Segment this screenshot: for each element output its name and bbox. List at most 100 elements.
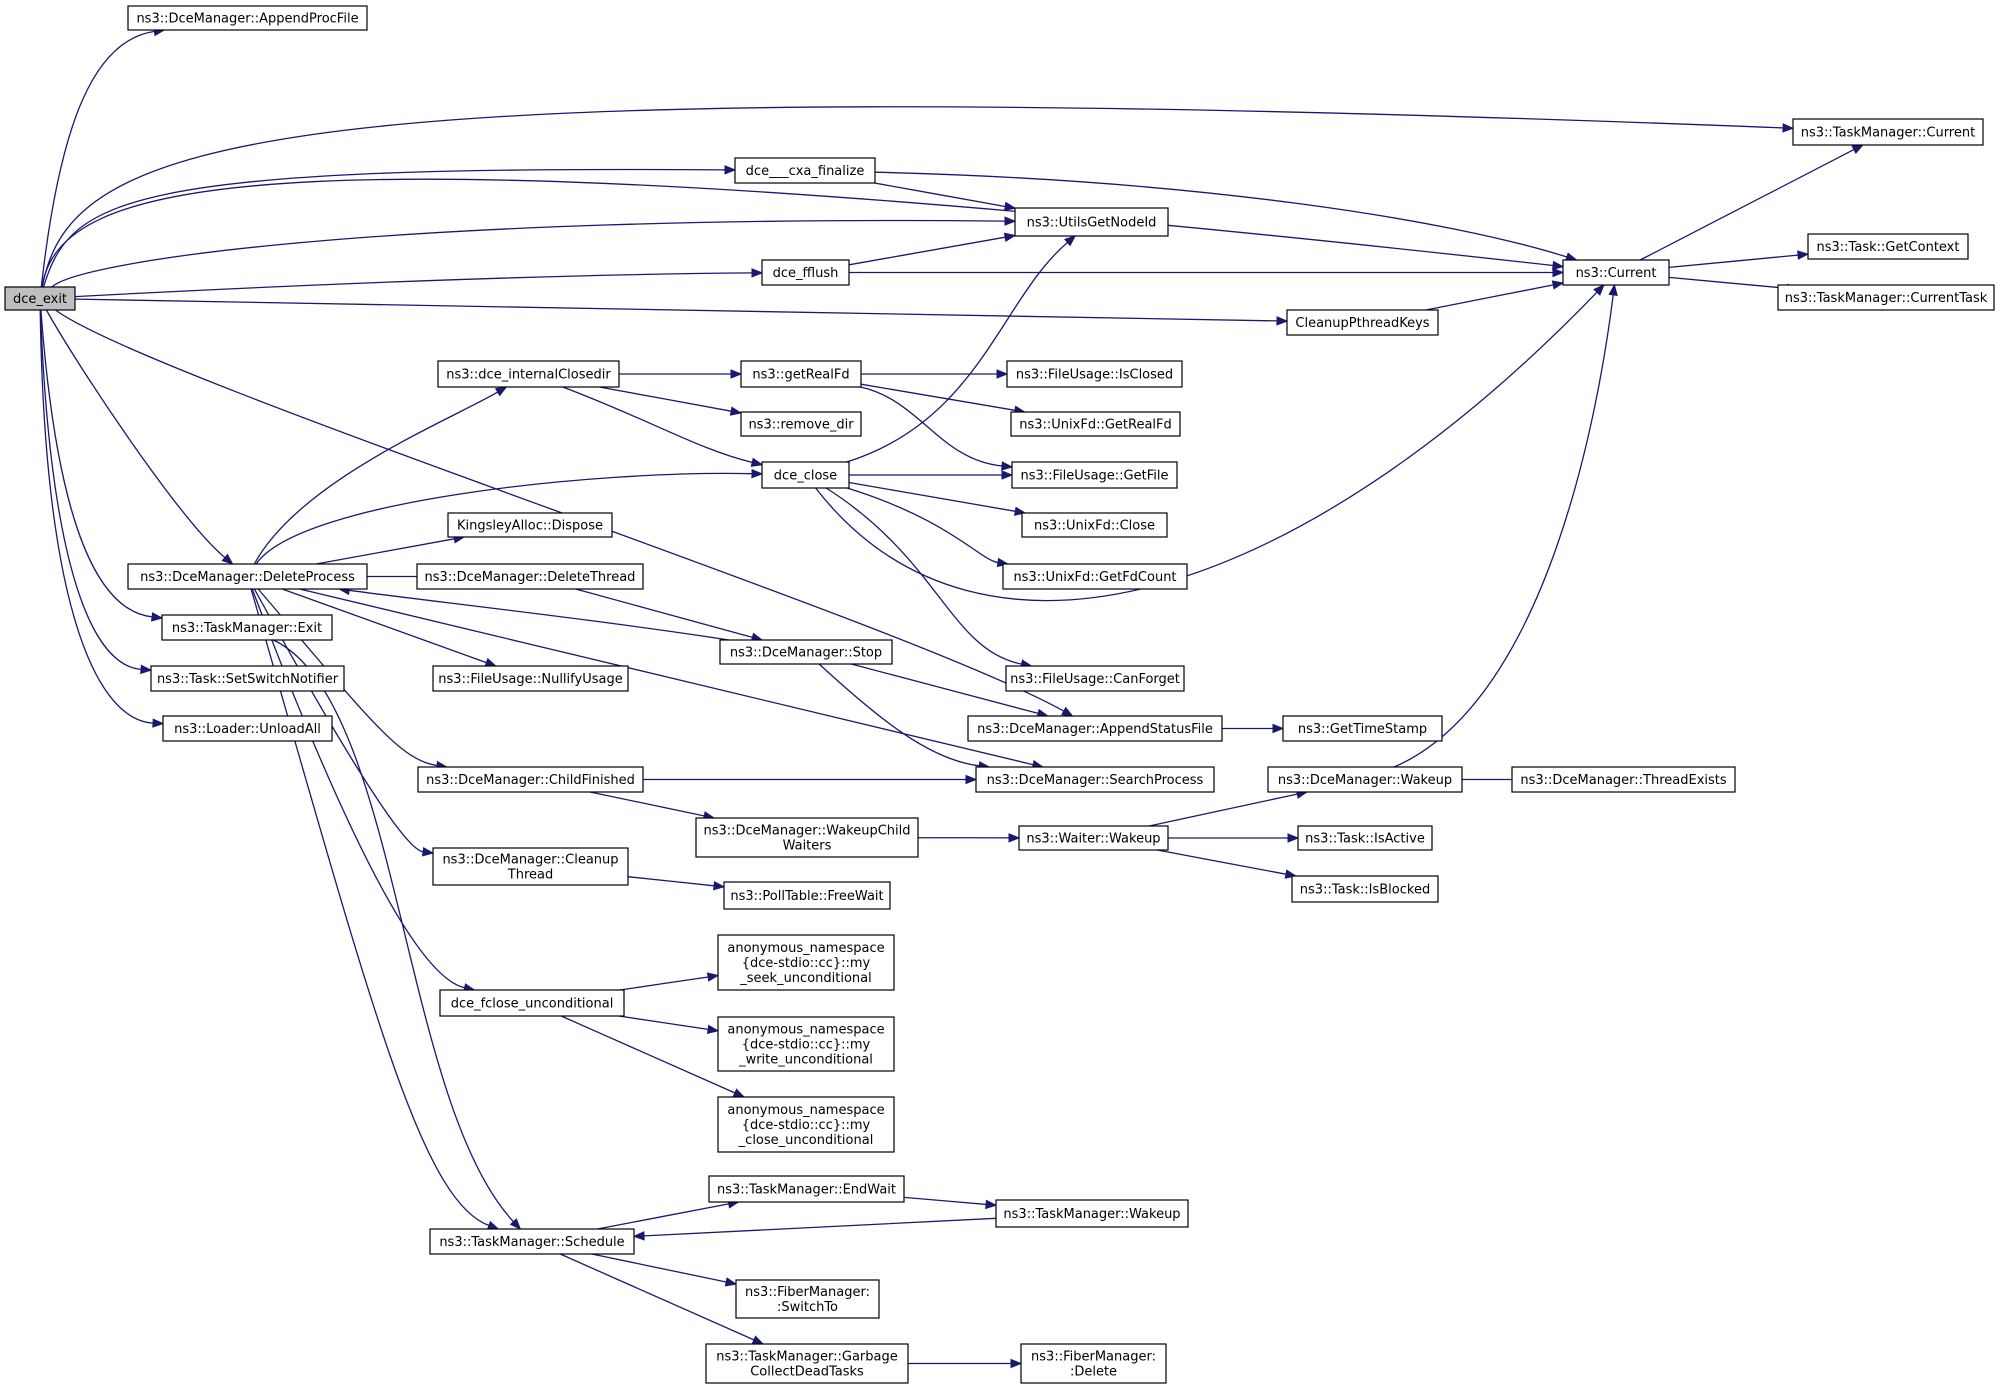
node-label: ns3::UtilsGetNodeId xyxy=(1027,216,1157,231)
node-kingsleydispose[interactable]: KingsleyAlloc::Dispose xyxy=(447,512,613,538)
arrowhead xyxy=(1552,267,1565,278)
node-box xyxy=(1006,360,1183,388)
node-box xyxy=(161,614,333,641)
node-tmexit[interactable]: ns3::TaskManager::Exit xyxy=(161,614,333,641)
edge-tmschedule-to-tmendwait xyxy=(597,1203,729,1230)
node-dmwakeup[interactable]: ns3::DceManager::Wakeup xyxy=(1267,766,1463,793)
node-unixgetrealfd[interactable]: ns3::UnixFd::GetRealFd xyxy=(1010,411,1181,437)
edge-dce-exit-to-tmexit xyxy=(40,309,153,618)
edge-tmschedule-to-fmswitchto xyxy=(591,1253,727,1283)
node-getrealfd[interactable]: ns3::getRealFd xyxy=(740,360,862,388)
node-box xyxy=(708,1175,905,1203)
node-searchprocess[interactable]: ns3::DceManager::SearchProcess xyxy=(975,766,1215,793)
node-taskgetcontext[interactable]: ns3::Task::GetContext xyxy=(1807,233,1969,260)
node-unixgetfdcount[interactable]: ns3::UnixFd::GetFdCount xyxy=(1002,563,1188,590)
node-taskisblocked[interactable]: ns3::Task::IsBlocked xyxy=(1291,875,1439,903)
edge-dce-exit-to-utilsgetnodeid xyxy=(51,219,1006,288)
node-unixclose[interactable]: ns3::UnixFd::Close xyxy=(1021,512,1168,538)
node-threadexists[interactable]: ns3::DceManager::ThreadExists xyxy=(1511,766,1736,793)
node-label: ns3::DceManager::AppendProcFile xyxy=(136,12,358,27)
edge-dce-exit-to-cxafinalize xyxy=(42,168,726,288)
arrowhead xyxy=(1608,283,1618,296)
node-closeuncond[interactable]: anonymous_namespace{dce-stdio::cc}::my_c… xyxy=(717,1096,895,1153)
node-dmstop[interactable]: ns3::DceManager::Stop xyxy=(719,639,893,665)
edge-cleanupthread-to-freewait xyxy=(627,876,715,887)
edge-childfinished-to-wakeupchild xyxy=(589,791,705,817)
node-tmschedule[interactable]: ns3::TaskManager::Schedule xyxy=(429,1228,635,1255)
arrowhead xyxy=(706,972,720,982)
node-taskisactive[interactable]: ns3::Task::IsActive xyxy=(1297,825,1433,851)
node-label: CleanupPthreadKeys xyxy=(1295,316,1429,331)
node-appendprocfile[interactable]: ns3::DceManager::AppendProcFile xyxy=(127,5,368,31)
node-tmcurrenttask[interactable]: ns3::TaskManager::CurrentTask xyxy=(1777,284,1995,311)
node-writeuncond[interactable]: anonymous_namespace{dce-stdio::cc}::my_w… xyxy=(717,1016,895,1072)
arrowhead xyxy=(724,1277,738,1287)
node-cleanuppthreadkeys[interactable]: CleanupPthreadKeys xyxy=(1286,309,1439,336)
node-internalclosedir[interactable]: ns3::dce_internalClosedir xyxy=(437,360,620,388)
node-gettimestamp[interactable]: ns3::GetTimeStamp xyxy=(1282,715,1443,742)
node-removedir[interactable]: ns3::remove_dir xyxy=(740,411,862,437)
call-graph-nodes: dce_exit ns3::DceManager::AppendProcFilen… xyxy=(4,5,1995,1384)
node-tmcurrent[interactable]: ns3::TaskManager::Current xyxy=(1792,118,1984,146)
node-label: ns3::DceManager::Cleanup xyxy=(442,853,618,868)
node-tmwakeup[interactable]: ns3::TaskManager::Wakeup xyxy=(995,1199,1189,1228)
edge-tmschedule-to-tmgarbage xyxy=(559,1253,755,1341)
node-seekuncond[interactable]: anonymous_namespace{dce-stdio::cc}::my_s… xyxy=(717,934,895,991)
node-box xyxy=(1807,233,1969,260)
arrowhead xyxy=(632,1231,645,1241)
node-label: ns3::DceManager::Stop xyxy=(730,646,882,661)
node-dce-exit[interactable]: dce_exit xyxy=(4,286,76,311)
node-label: ns3::FileUsage::IsClosed xyxy=(1016,368,1173,383)
node-appendstatus[interactable]: ns3::DceManager::AppendStatusFile xyxy=(967,715,1223,742)
arrowhead xyxy=(140,664,153,675)
edge-dcefflush-to-utilsgetnodeid xyxy=(848,236,1006,266)
node-fmdelete[interactable]: ns3::FiberManager::Delete xyxy=(1020,1343,1167,1384)
node-utilsgetnodeid[interactable]: ns3::UtilsGetNodeId xyxy=(1014,207,1169,237)
node-freewait[interactable]: ns3::PollTable::FreeWait xyxy=(723,881,891,910)
edge-dce-exit-to-loaderunload xyxy=(39,309,154,724)
node-box xyxy=(995,1199,1189,1228)
node-label: dce_exit xyxy=(13,292,67,307)
node-label: ns3::Loader::UnloadAll xyxy=(174,722,321,737)
arrowhead xyxy=(965,774,978,785)
edge-tmendwait-to-tmwakeup xyxy=(903,1196,987,1206)
node-box xyxy=(150,665,345,692)
edge-current-to-tmcurrenttask xyxy=(1668,276,1789,290)
node-fucanforget[interactable]: ns3::FileUsage::CanForget xyxy=(1005,665,1185,692)
node-dcefflush[interactable]: dce_fflush xyxy=(761,259,850,286)
node-current[interactable]: ns3::Current xyxy=(1562,259,1670,286)
node-label: ns3::UnixFd::Close xyxy=(1034,519,1155,534)
node-fcloseuncond[interactable]: dce_fclose_unconditional xyxy=(439,989,625,1017)
node-tmgarbage[interactable]: ns3::TaskManager::GarbageCollectDeadTask… xyxy=(705,1343,909,1384)
node-fuisclosed[interactable]: ns3::FileUsage::IsClosed xyxy=(1006,360,1183,388)
node-deleteprocess[interactable]: ns3::DceManager::DeleteProcess xyxy=(127,563,368,590)
edge-deleteprocess-to-kingsleydispose xyxy=(315,538,455,565)
node-label: ns3::Task::SetSwitchNotifier xyxy=(157,672,339,687)
node-waiterwakeup[interactable]: ns3::Waiter::Wakeup xyxy=(1018,825,1169,851)
node-dceclose[interactable]: dce_close xyxy=(761,461,850,489)
edge-dceclose-to-utilsgetnodeid xyxy=(846,242,1068,463)
node-childfinished[interactable]: ns3::DceManager::ChildFinished xyxy=(417,766,644,793)
node-label: ns3::DceManager::DeleteThread xyxy=(425,570,636,585)
node-loaderunload[interactable]: ns3::Loader::UnloadAll xyxy=(162,715,333,742)
node-label: ns3::DceManager::DeleteProcess xyxy=(140,570,355,585)
edge-dce-exit-to-appendstatus xyxy=(55,309,1065,712)
node-box xyxy=(1020,1343,1167,1384)
node-label: :SwitchTo xyxy=(777,1300,838,1315)
node-fmswitchto[interactable]: ns3::FiberManager::SwitchTo xyxy=(735,1279,880,1319)
edge-current-to-tmcurrent xyxy=(1639,149,1855,261)
arrowhead xyxy=(1001,461,1014,471)
node-fugetfile[interactable]: ns3::FileUsage::GetFile xyxy=(1011,461,1178,489)
node-box xyxy=(437,360,620,388)
node-cxafinalize[interactable]: dce___cxa_finalize xyxy=(734,157,876,184)
node-label: _close_unconditional xyxy=(738,1133,874,1148)
node-tmendwait[interactable]: ns3::TaskManager::EndWait xyxy=(708,1175,905,1203)
node-label: KingsleyAlloc::Dispose xyxy=(457,519,603,534)
node-tasksetswitch[interactable]: ns3::Task::SetSwitchNotifier xyxy=(150,665,345,692)
node-funullify[interactable]: ns3::FileUsage::NullifyUsage xyxy=(432,665,629,692)
arrowhead xyxy=(1010,1358,1023,1369)
node-box xyxy=(1018,825,1169,851)
node-deletethread[interactable]: ns3::DceManager::DeleteThread xyxy=(416,563,644,590)
